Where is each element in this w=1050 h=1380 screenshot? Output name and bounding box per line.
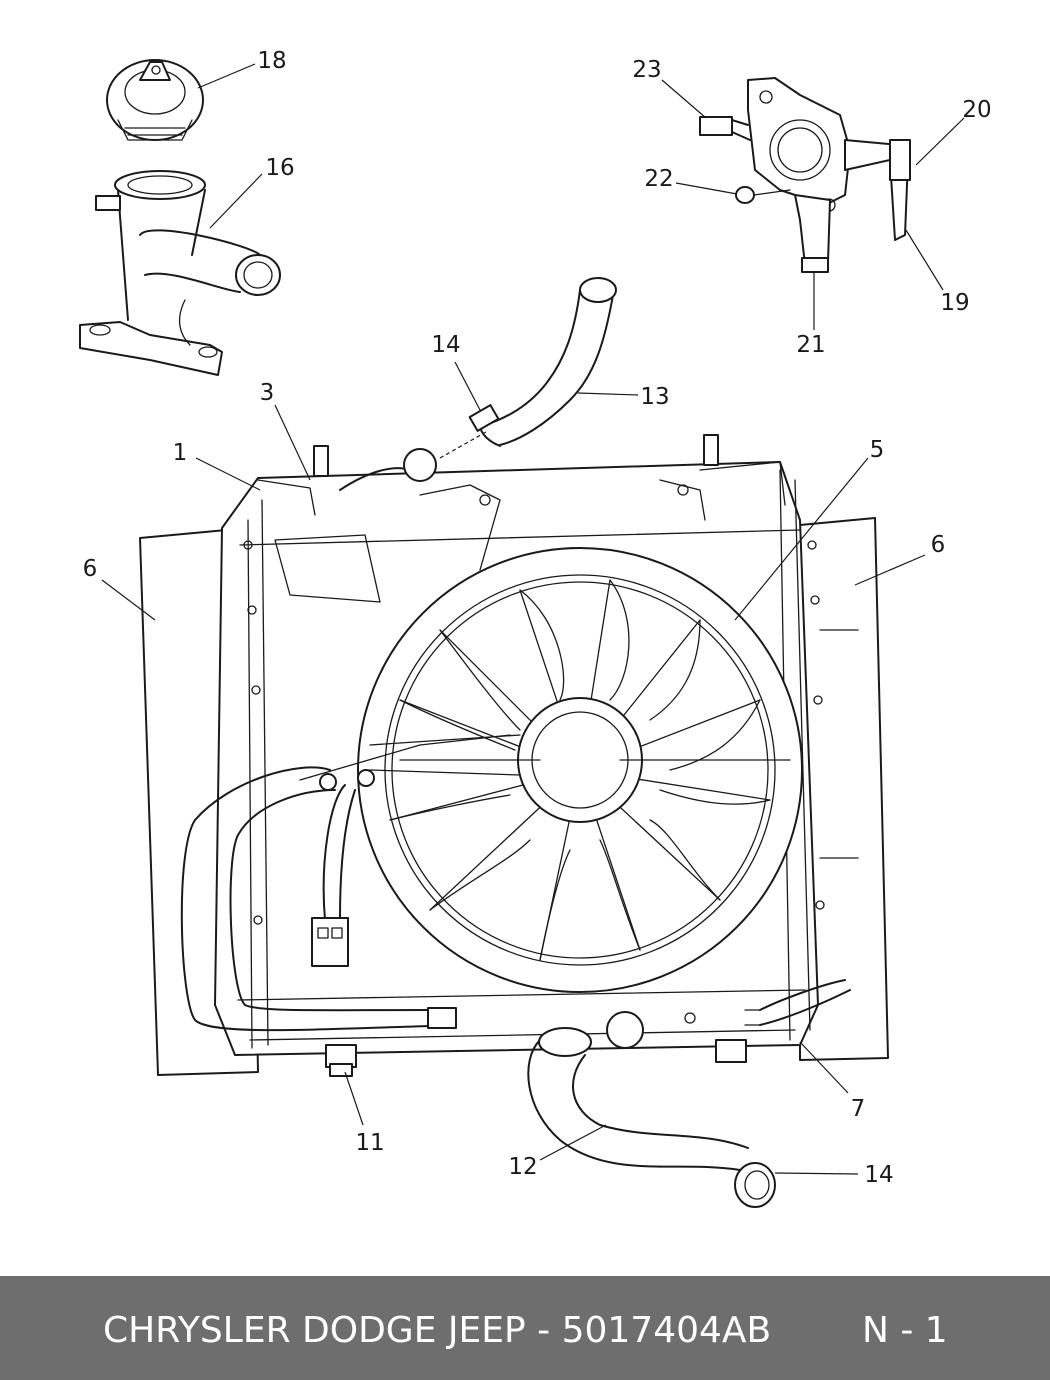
- upper-radiator-hose: [468, 277, 617, 447]
- callout-11: 11: [355, 1130, 384, 1156]
- cooling-fan: [357, 547, 803, 993]
- callout-19: 19: [940, 290, 969, 316]
- radiator-neck: [313, 434, 719, 491]
- callout-labels: 18 16 23 20 22 19 21 14 13 3 1 5 6 6 11 …: [83, 48, 992, 1188]
- callout-3: 3: [260, 380, 275, 406]
- callout-23: 23: [632, 57, 661, 83]
- lower-radiator-hose: [527, 1011, 776, 1208]
- callout-1: 1: [173, 440, 188, 466]
- callout-20: 20: [962, 97, 991, 123]
- leader-lines: [101, 63, 965, 1175]
- coolant-outlet-housing: [699, 77, 911, 273]
- callout-5: 5: [870, 437, 885, 463]
- callout-21: 21: [796, 332, 825, 358]
- wire-harness: [299, 734, 511, 967]
- footer-page-number: N - 1: [862, 1310, 948, 1351]
- callout-7: 7: [851, 1096, 866, 1122]
- callout-22: 22: [644, 166, 673, 192]
- footer-bar: CHRYSLER DODGE JEEP - 5017404AB N - 1: [0, 1276, 1050, 1380]
- trans-cooler-line: [744, 979, 851, 1026]
- radiator-isolator: [325, 1039, 747, 1077]
- thermostat-housing: [79, 170, 281, 376]
- callout-18: 18: [257, 48, 286, 74]
- callout-12: 12: [508, 1154, 537, 1180]
- thermostat: [106, 59, 204, 141]
- callout-6-right: 6: [931, 532, 946, 558]
- callout-6-left: 6: [83, 556, 98, 582]
- callout-16: 16: [265, 155, 294, 181]
- callout-14-upper: 14: [431, 332, 460, 358]
- footer-title: CHRYSLER DODGE JEEP - 5017404AB: [103, 1310, 772, 1351]
- callout-13: 13: [640, 384, 669, 410]
- overflow-hose: [180, 766, 457, 1032]
- parts-diagram: 18 16 23 20 22 19 21 14 13 3 1 5 6 6 11 …: [79, 48, 992, 1208]
- callout-14-lower: 14: [864, 1162, 893, 1188]
